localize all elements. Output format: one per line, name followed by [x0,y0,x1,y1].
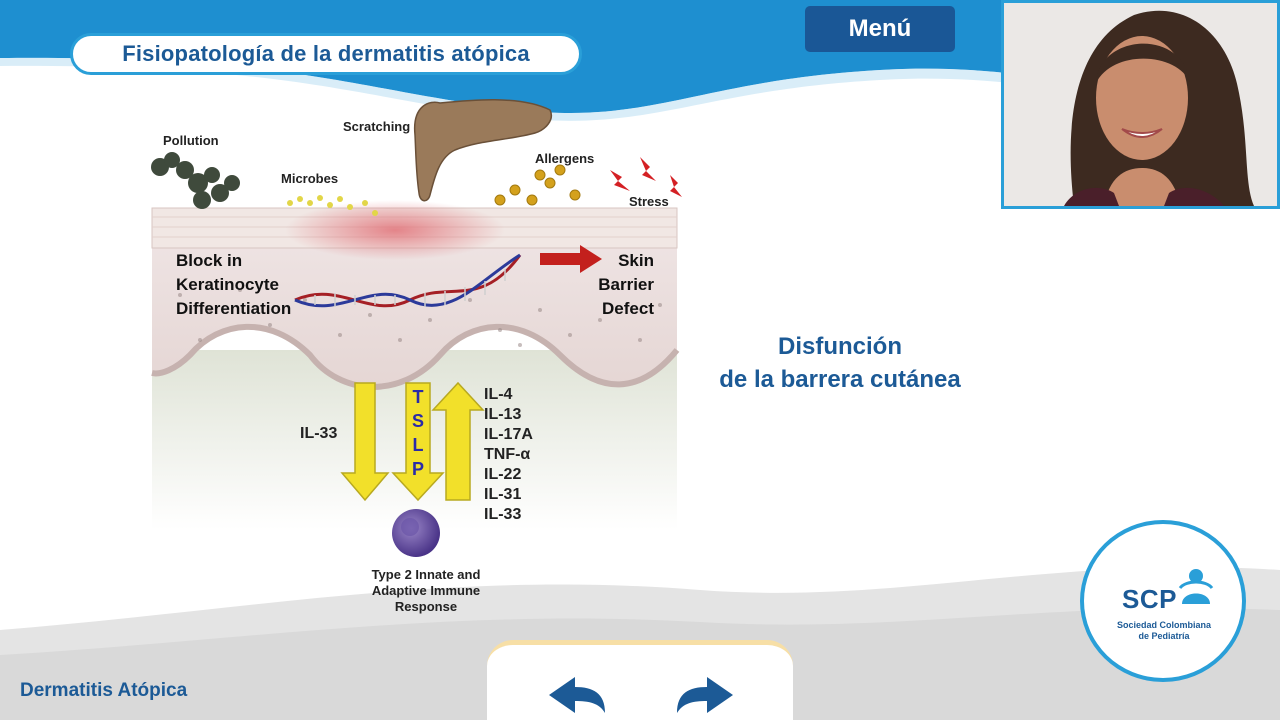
il33-down-arrow [340,382,390,502]
footer-course-title: Dermatitis Atópica [20,680,188,701]
label-skin-line1: Skin [618,251,654,270]
presenter-webcam [1001,0,1280,209]
label-scratching: Scratching [343,119,411,134]
label-allergens: Allergens [535,151,595,166]
label-response-line1: Type 2 Innate and [371,567,481,582]
basal-membrane [151,323,680,390]
menu-button[interactable]: Menú [805,6,955,52]
cytokine-item: IL-33 [484,506,522,523]
label-response-line2: Adaptive Immune [371,583,481,598]
label-block-line1: Block in [176,251,243,270]
undo-arrow-icon [549,677,605,713]
cytokine-item: IL-4 [484,386,513,403]
tslp-letter: S [411,411,424,431]
defect-arrow [540,245,602,273]
label-block-differentiation: Block in Keratinocyte Differentiation [176,249,291,321]
logo-acronym: SCP [1122,584,1177,614]
caption-line2: de la barrera cutánea [719,366,961,393]
logo-subtitle-line1: Sociedad Colombiana [1116,620,1212,630]
tslp-down-arrow [391,382,445,502]
navigation-panel [487,640,793,720]
stress-bolts [610,157,682,197]
pollution-particles [151,152,240,209]
label-immune-response: Type 2 Innate and Adaptive Immune Respon… [336,567,516,615]
header-background [0,0,1280,121]
next-slide-button[interactable] [671,673,737,717]
presenter-video-frame [1004,3,1277,206]
label-microbes: Microbes [281,171,339,186]
scp-logo: SCP Sociedad Colombiana de Pediatría [1080,520,1246,682]
cytokine-item: IL-13 [484,406,522,423]
previous-slide-button[interactable] [545,673,611,717]
label-stress: Stress [629,194,669,209]
slide-caption: Disfunción de la barrera cutánea [660,330,1020,396]
allergen-particles [494,164,581,206]
label-skin-barrier-defect: Skin Barrier Defect [580,249,654,321]
label-block-line2: Keratinocyte [176,275,279,294]
caption-line1: Disfunción [778,333,902,360]
slide-title: Fisiopatología de la dermatitis atópica [70,33,582,75]
label-skin-line2: Barrier [598,275,654,294]
slide-title-text: Fisiopatología de la dermatitis atópica [122,41,530,66]
inflammation-zone [285,200,505,260]
label-pollution: Pollution [163,133,219,148]
label-tslp: T S L P [408,385,428,481]
cytokine-item: TNF-α [484,446,531,463]
label-response-line3: Response [394,599,458,614]
cytokine-list: IL-4 IL-13 IL-17A TNF-α IL-22 IL-31 IL-3… [484,385,533,525]
tslp-letter: T [412,387,424,407]
tslp-letter: L [412,435,424,455]
microbes [287,195,378,216]
cytokine-item: IL-31 [484,486,522,503]
label-il33-left: IL-33 [300,425,338,442]
logo-subtitle-line2: de Pediatría [1138,631,1190,641]
label-block-line3: Differentiation [176,299,292,318]
child-figure-icon [1178,569,1214,604]
redo-arrow-icon [677,677,733,713]
cytokine-item: IL-17A [484,426,533,443]
cytokines-up-arrow [431,381,485,501]
scratching-hand [414,98,552,202]
label-skin-line3: Defect [602,299,654,318]
skin-barrier-diagram: Pollution Scratching Microbes Allergens … [140,95,685,630]
tslp-letter: P [411,459,424,479]
menu-button-label: Menú [848,15,912,42]
cytokine-item: IL-22 [484,466,522,483]
logo-subtitle: Sociedad Colombiana de Pediatría [1104,620,1224,642]
